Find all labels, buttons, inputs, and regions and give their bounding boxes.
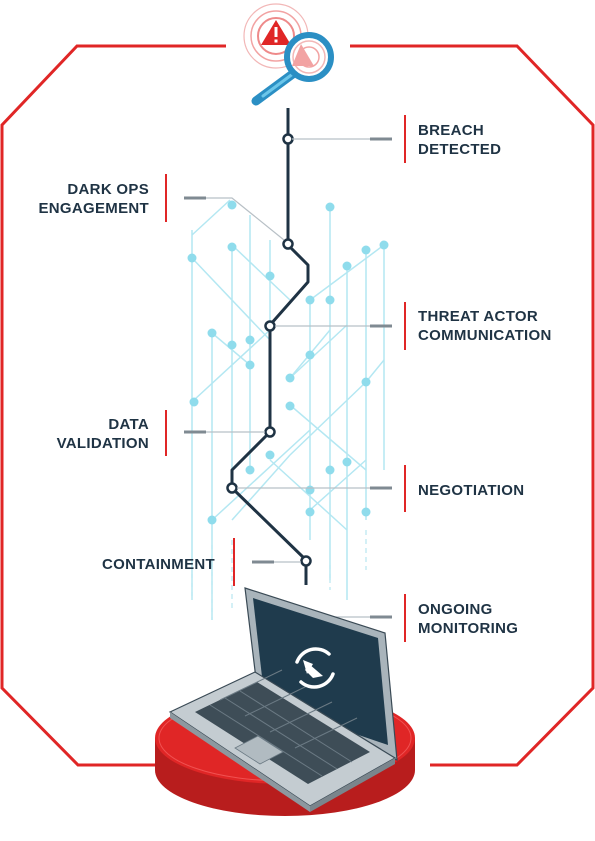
connector-stubs — [184, 137, 392, 619]
step-label-negotiation: NEGOTIATION — [418, 482, 525, 499]
step-label-threat-actor-communication: THREAT ACTOR COMMUNICATION — [418, 308, 552, 344]
red-frame — [0, 44, 226, 767]
laptop — [168, 587, 398, 812]
step-label-dark-ops-engagement: DARK OPS ENGAGEMENT — [38, 181, 149, 217]
background-network — [191, 199, 385, 620]
step-label-data-validation: DATA VALIDATION — [56, 416, 149, 452]
label-bars — [165, 115, 406, 642]
step-label-breach-detected: BREACH DETECTED — [418, 122, 502, 158]
refresh-arrow-icon — [295, 647, 335, 689]
step-label-containment: CONTAINMENT — [101, 556, 215, 573]
step-label-ongoing-monitoring: ONGOING MONITORING — [418, 601, 519, 637]
main-path — [230, 108, 310, 585]
red-frame-right — [350, 44, 595, 767]
data-streams — [191, 530, 367, 620]
warning-magnifier-icon — [243, 3, 334, 106]
background-nodes — [187, 200, 389, 525]
path-nodes — [226, 133, 312, 567]
